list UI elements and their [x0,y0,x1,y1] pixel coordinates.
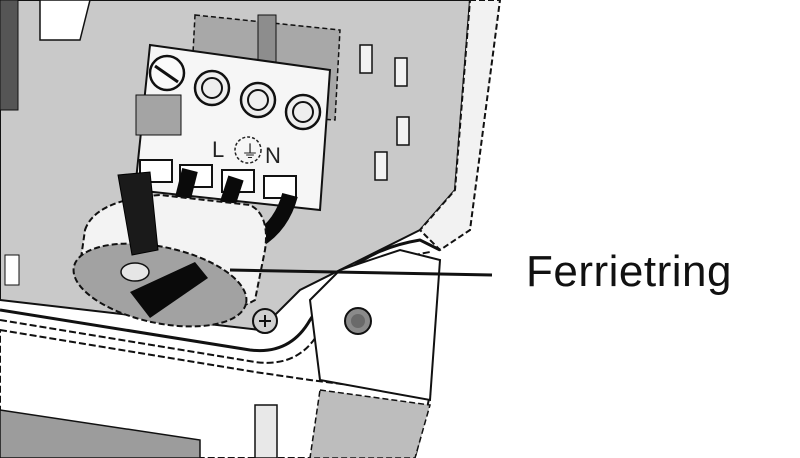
enclosure-side-shade [309,389,431,458]
terminal-label-n: N [265,143,281,168]
left-rail [0,0,19,111]
flange-screw [252,308,278,334]
terminal-screws [148,54,322,131]
latch [254,404,278,458]
callout-leader-line [229,268,493,277]
left-bracket [39,0,91,41]
cable-tie [117,171,208,318]
enclosure-corner-lug [308,248,442,402]
ferrite-ring-label: Ferrietring [526,247,732,296]
terminal-label-l: L [212,137,224,162]
mounting-hole [344,307,372,335]
left-tab [4,254,20,286]
ground-symbol-ring [234,136,262,164]
enclosure-lower-panel [0,409,201,458]
terminal-label-ground: ⏚ [241,142,259,162]
terminal-block-shade [135,94,182,136]
pcb-components [359,44,410,181]
